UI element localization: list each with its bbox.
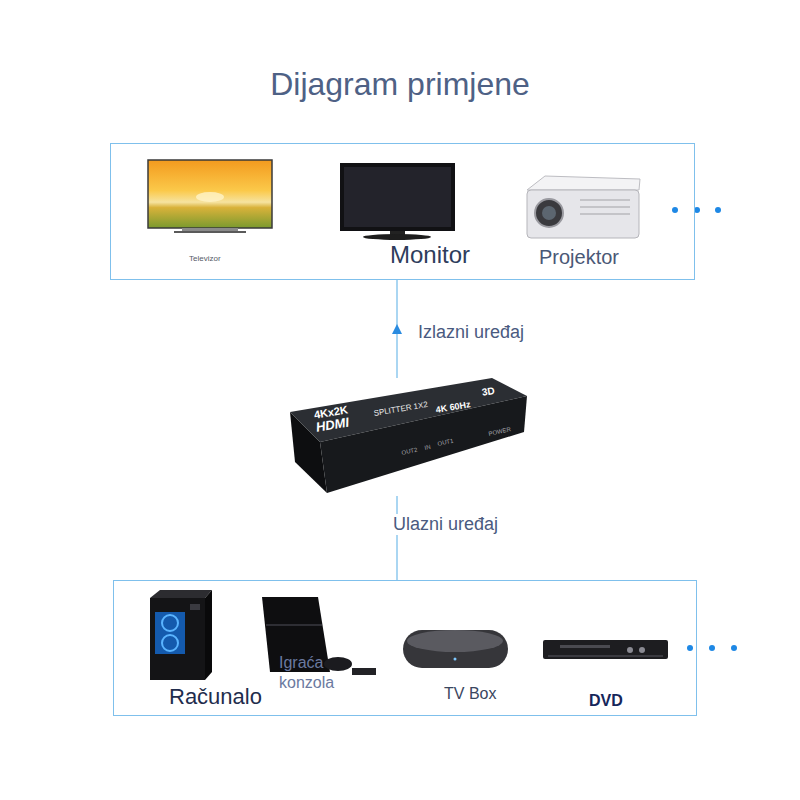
edge-label: Ulazni uređaj — [391, 514, 500, 535]
input-devices-box: Računalo Igraća konzola TV Box DVD — [113, 580, 697, 716]
tv-sun — [196, 192, 224, 202]
tvbox-top — [407, 630, 503, 652]
device-caption: Projektor — [539, 246, 619, 269]
port-label: IN — [424, 444, 431, 452]
projector-vent — [580, 199, 630, 201]
more-dot — [709, 645, 715, 651]
pc-side — [205, 590, 212, 680]
pc-drive — [190, 604, 200, 610]
dvd-button — [639, 647, 645, 653]
splitter-front — [320, 396, 527, 493]
more-dot — [687, 645, 693, 651]
more-dot — [672, 207, 678, 213]
pc-top — [150, 590, 212, 598]
projector-vent — [580, 213, 630, 215]
device-caption: TV Box — [444, 685, 496, 703]
dvd-edge — [548, 655, 663, 657]
connector-line — [396, 496, 398, 580]
tv-screen — [148, 160, 272, 228]
pc-fan — [162, 615, 178, 631]
device-caption: Računalo — [169, 684, 262, 709]
more-dot — [731, 645, 737, 651]
tvbox-body — [403, 630, 508, 668]
dvd-tray — [560, 645, 610, 648]
device-caption: Televizor — [189, 254, 221, 263]
pc-glow — [155, 612, 185, 654]
projector-top — [527, 176, 640, 190]
projector-lens-glass — [542, 206, 556, 220]
dvd-button — [627, 647, 633, 653]
console-camera — [352, 668, 376, 675]
monitor-screen — [344, 167, 451, 227]
pc-tower — [150, 598, 205, 680]
device-caption: Monitor — [390, 241, 470, 269]
diagram-title: Dijagram primjene — [0, 66, 800, 103]
tv-stand — [182, 228, 238, 231]
connector-line — [396, 280, 398, 378]
monitor-frame — [340, 163, 455, 231]
projector-body — [527, 190, 639, 238]
dvd-body — [543, 640, 668, 659]
device-caption: DVD — [589, 692, 623, 710]
monitor-base — [363, 234, 431, 240]
output-devices-box: Televizor Monitor Projektor — [110, 143, 695, 280]
projector-lens — [535, 199, 563, 227]
tv-base — [174, 231, 246, 233]
device-logo: 3D — [481, 385, 496, 398]
device-caption: Igraća konzola — [279, 653, 345, 693]
pc-fan — [162, 635, 178, 651]
console-controller — [324, 657, 352, 671]
more-dot — [715, 207, 721, 213]
projector-vent — [580, 206, 630, 208]
edge-label: Izlazni uređaj — [416, 322, 526, 343]
tvbox-led — [454, 658, 457, 661]
console-groove — [266, 624, 322, 626]
hdmi-splitter: 4Kx2KHDMISPLITTER 1X23D4K 60HzOUT2INOUT1… — [285, 378, 530, 496]
